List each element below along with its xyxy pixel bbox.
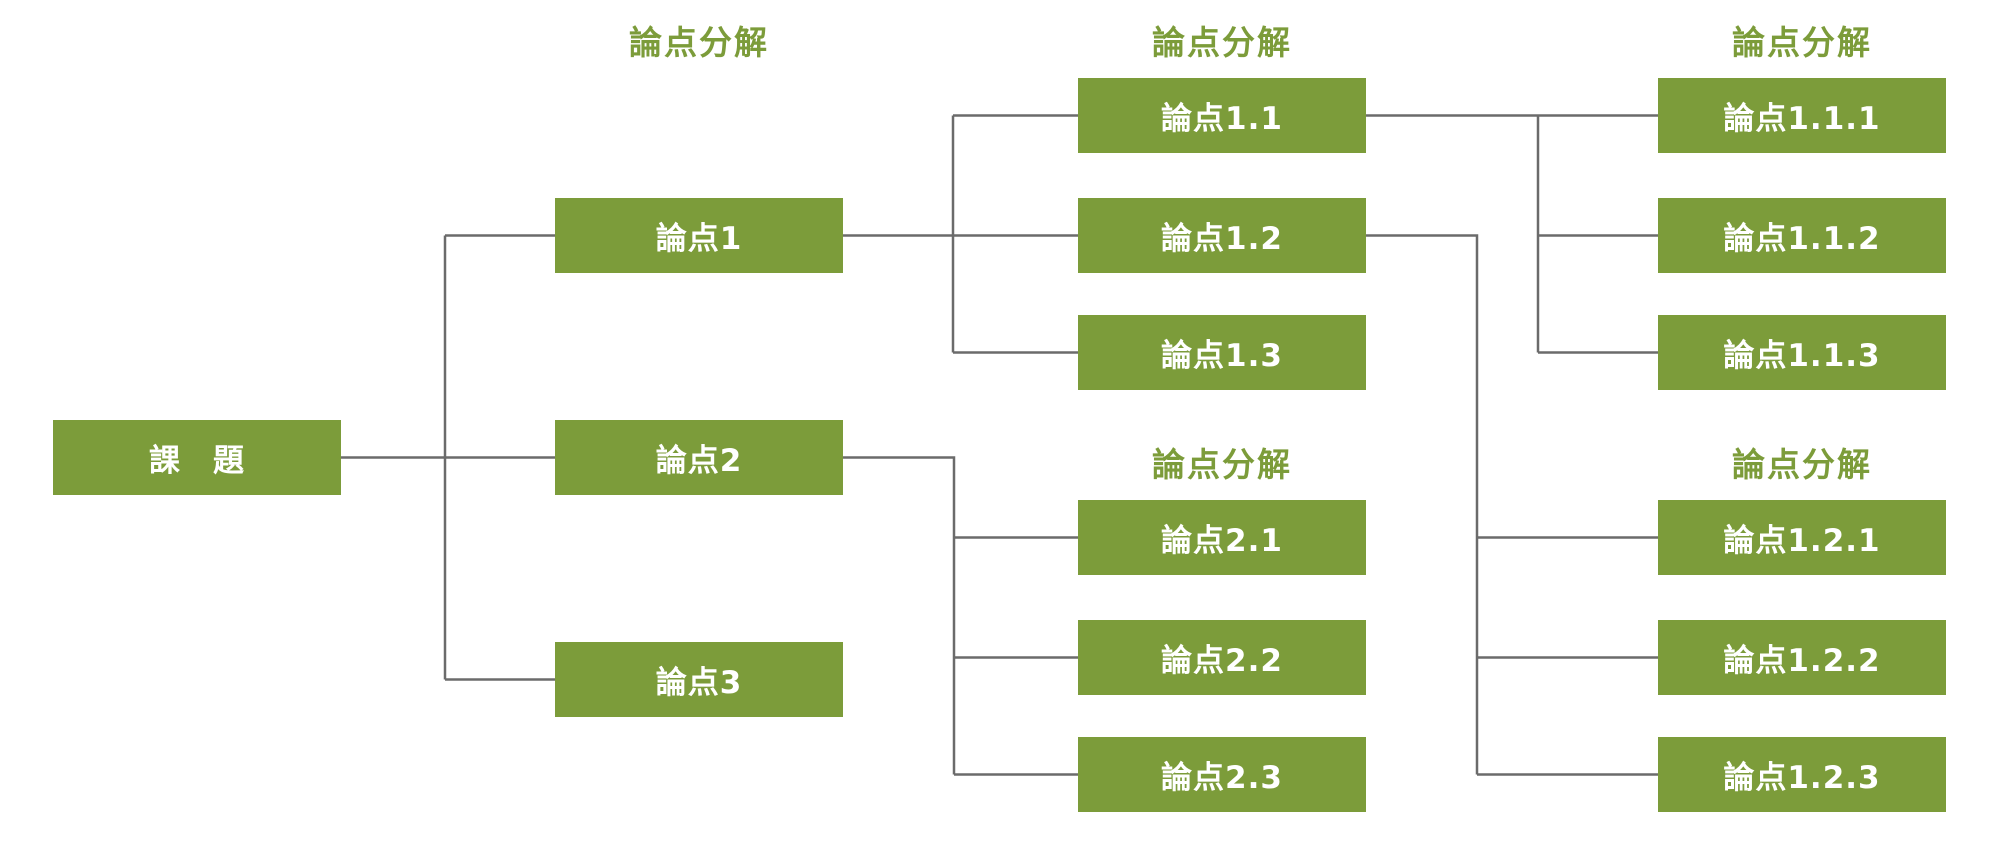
node-ronten1-2: 論点1.2 (1078, 198, 1366, 273)
header-decompose-level2-group2: 論点分解 (1152, 445, 1292, 484)
header-decompose-level2-group1: 論点分解 (1152, 23, 1292, 62)
node-ronten3: 論点3 (555, 642, 843, 717)
node-ronten1-2-1: 論点1.2.1 (1658, 500, 1946, 575)
node-ronten2: 論点2 (555, 420, 843, 495)
header-decompose-level3-group2: 論点分解 (1732, 445, 1872, 484)
node-ronten1-2-3: 論点1.2.3 (1658, 737, 1946, 812)
node-ronten1: 論点1 (555, 198, 843, 273)
header-decompose-level1: 論点分解 (629, 23, 769, 62)
node-kadai: 課 題 (53, 420, 341, 495)
node-ronten2-3: 論点2.3 (1078, 737, 1366, 812)
connector-trunk-ronten2-children (843, 456, 956, 775)
node-ronten1-1-3: 論点1.1.3 (1658, 315, 1946, 390)
node-ronten1-1-1: 論点1.1.1 (1658, 78, 1946, 153)
node-ronten2-2: 論点2.2 (1078, 620, 1366, 695)
node-ronten1-1-2: 論点1.1.2 (1658, 198, 1946, 273)
node-ronten1-3: 論点1.3 (1078, 315, 1366, 390)
connector-trunk-ronten1-2-children (1366, 234, 1479, 775)
node-ronten1-1: 論点1.1 (1078, 78, 1366, 153)
header-decompose-level3-group1: 論点分解 (1732, 23, 1872, 62)
node-ronten1-2-2: 論点1.2.2 (1658, 620, 1946, 695)
node-ronten2-1: 論点2.1 (1078, 500, 1366, 575)
